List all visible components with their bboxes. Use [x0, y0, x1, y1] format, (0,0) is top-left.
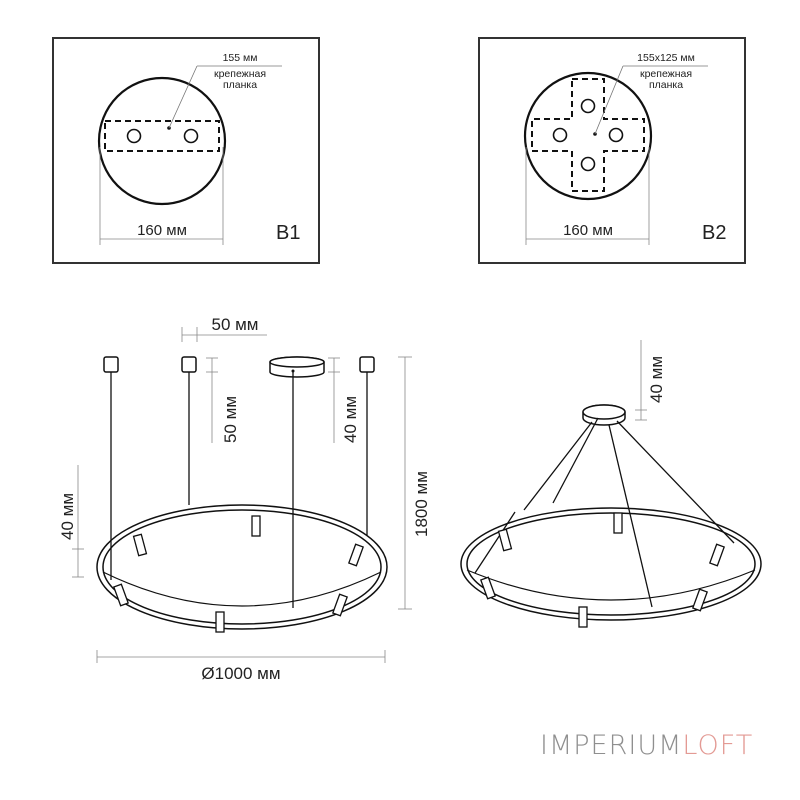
panel-label: B2	[702, 222, 726, 244]
screw-hole-icon	[552, 127, 568, 143]
canopy-icon	[582, 404, 626, 426]
canopy-height-label: 40 мм	[341, 396, 360, 443]
cap-height-label: 50 мм	[221, 396, 240, 443]
screw-hole-icon	[183, 128, 199, 144]
plate-name-line2: планка	[223, 79, 257, 91]
canopy-circle	[97, 76, 227, 206]
spacing-dimension-label: 50 мм	[211, 315, 258, 334]
diameter-label: Ø1000 мм	[201, 664, 280, 683]
screw-hole-icon	[580, 156, 596, 172]
screw-hole-icon	[126, 128, 142, 144]
panel-label: B1	[276, 222, 300, 244]
mounting-plate-outline	[104, 120, 220, 152]
ring-icon	[96, 504, 388, 630]
brand-logo: IMPERIUMLOFT	[540, 730, 753, 761]
screw-hole-icon	[608, 127, 624, 143]
ring-icon	[460, 507, 762, 621]
cross-mounting-plate-outline	[531, 78, 645, 192]
plate-name-line1: крепежная	[640, 68, 692, 80]
plate-name-line2: планка	[649, 79, 683, 91]
plate-name-line1: крепежная	[214, 68, 266, 80]
plate-size-label: 155x125 мм	[637, 52, 695, 64]
perspective-canopy-height-label: 40 мм	[647, 356, 666, 403]
brand-part2: LOFT	[682, 730, 754, 761]
plate-size-label: 155 мм	[223, 52, 258, 64]
mounting-panel-b2: 155x125 мм крепежная планка 160 мм B2	[478, 37, 746, 264]
canopy-diameter-label: 160 мм	[563, 222, 613, 239]
brand-part1: IMPERIUM	[540, 730, 683, 761]
canopy-diameter-label: 160 мм	[137, 222, 187, 239]
ring-height-label: 40 мм	[58, 493, 77, 540]
canopy-circle	[523, 71, 653, 201]
canopy-icon	[269, 356, 325, 378]
spotlight-icons	[112, 515, 365, 633]
screw-hole-icon	[580, 98, 596, 114]
total-height-label: 1800 мм	[412, 471, 431, 537]
spotlight-icons	[479, 512, 726, 628]
mounting-panel-b1: 155 мм крепежная планка 160 мм B1	[52, 37, 320, 264]
b1-plate-diagram	[97, 65, 282, 245]
b2-plate-diagram	[523, 65, 708, 245]
